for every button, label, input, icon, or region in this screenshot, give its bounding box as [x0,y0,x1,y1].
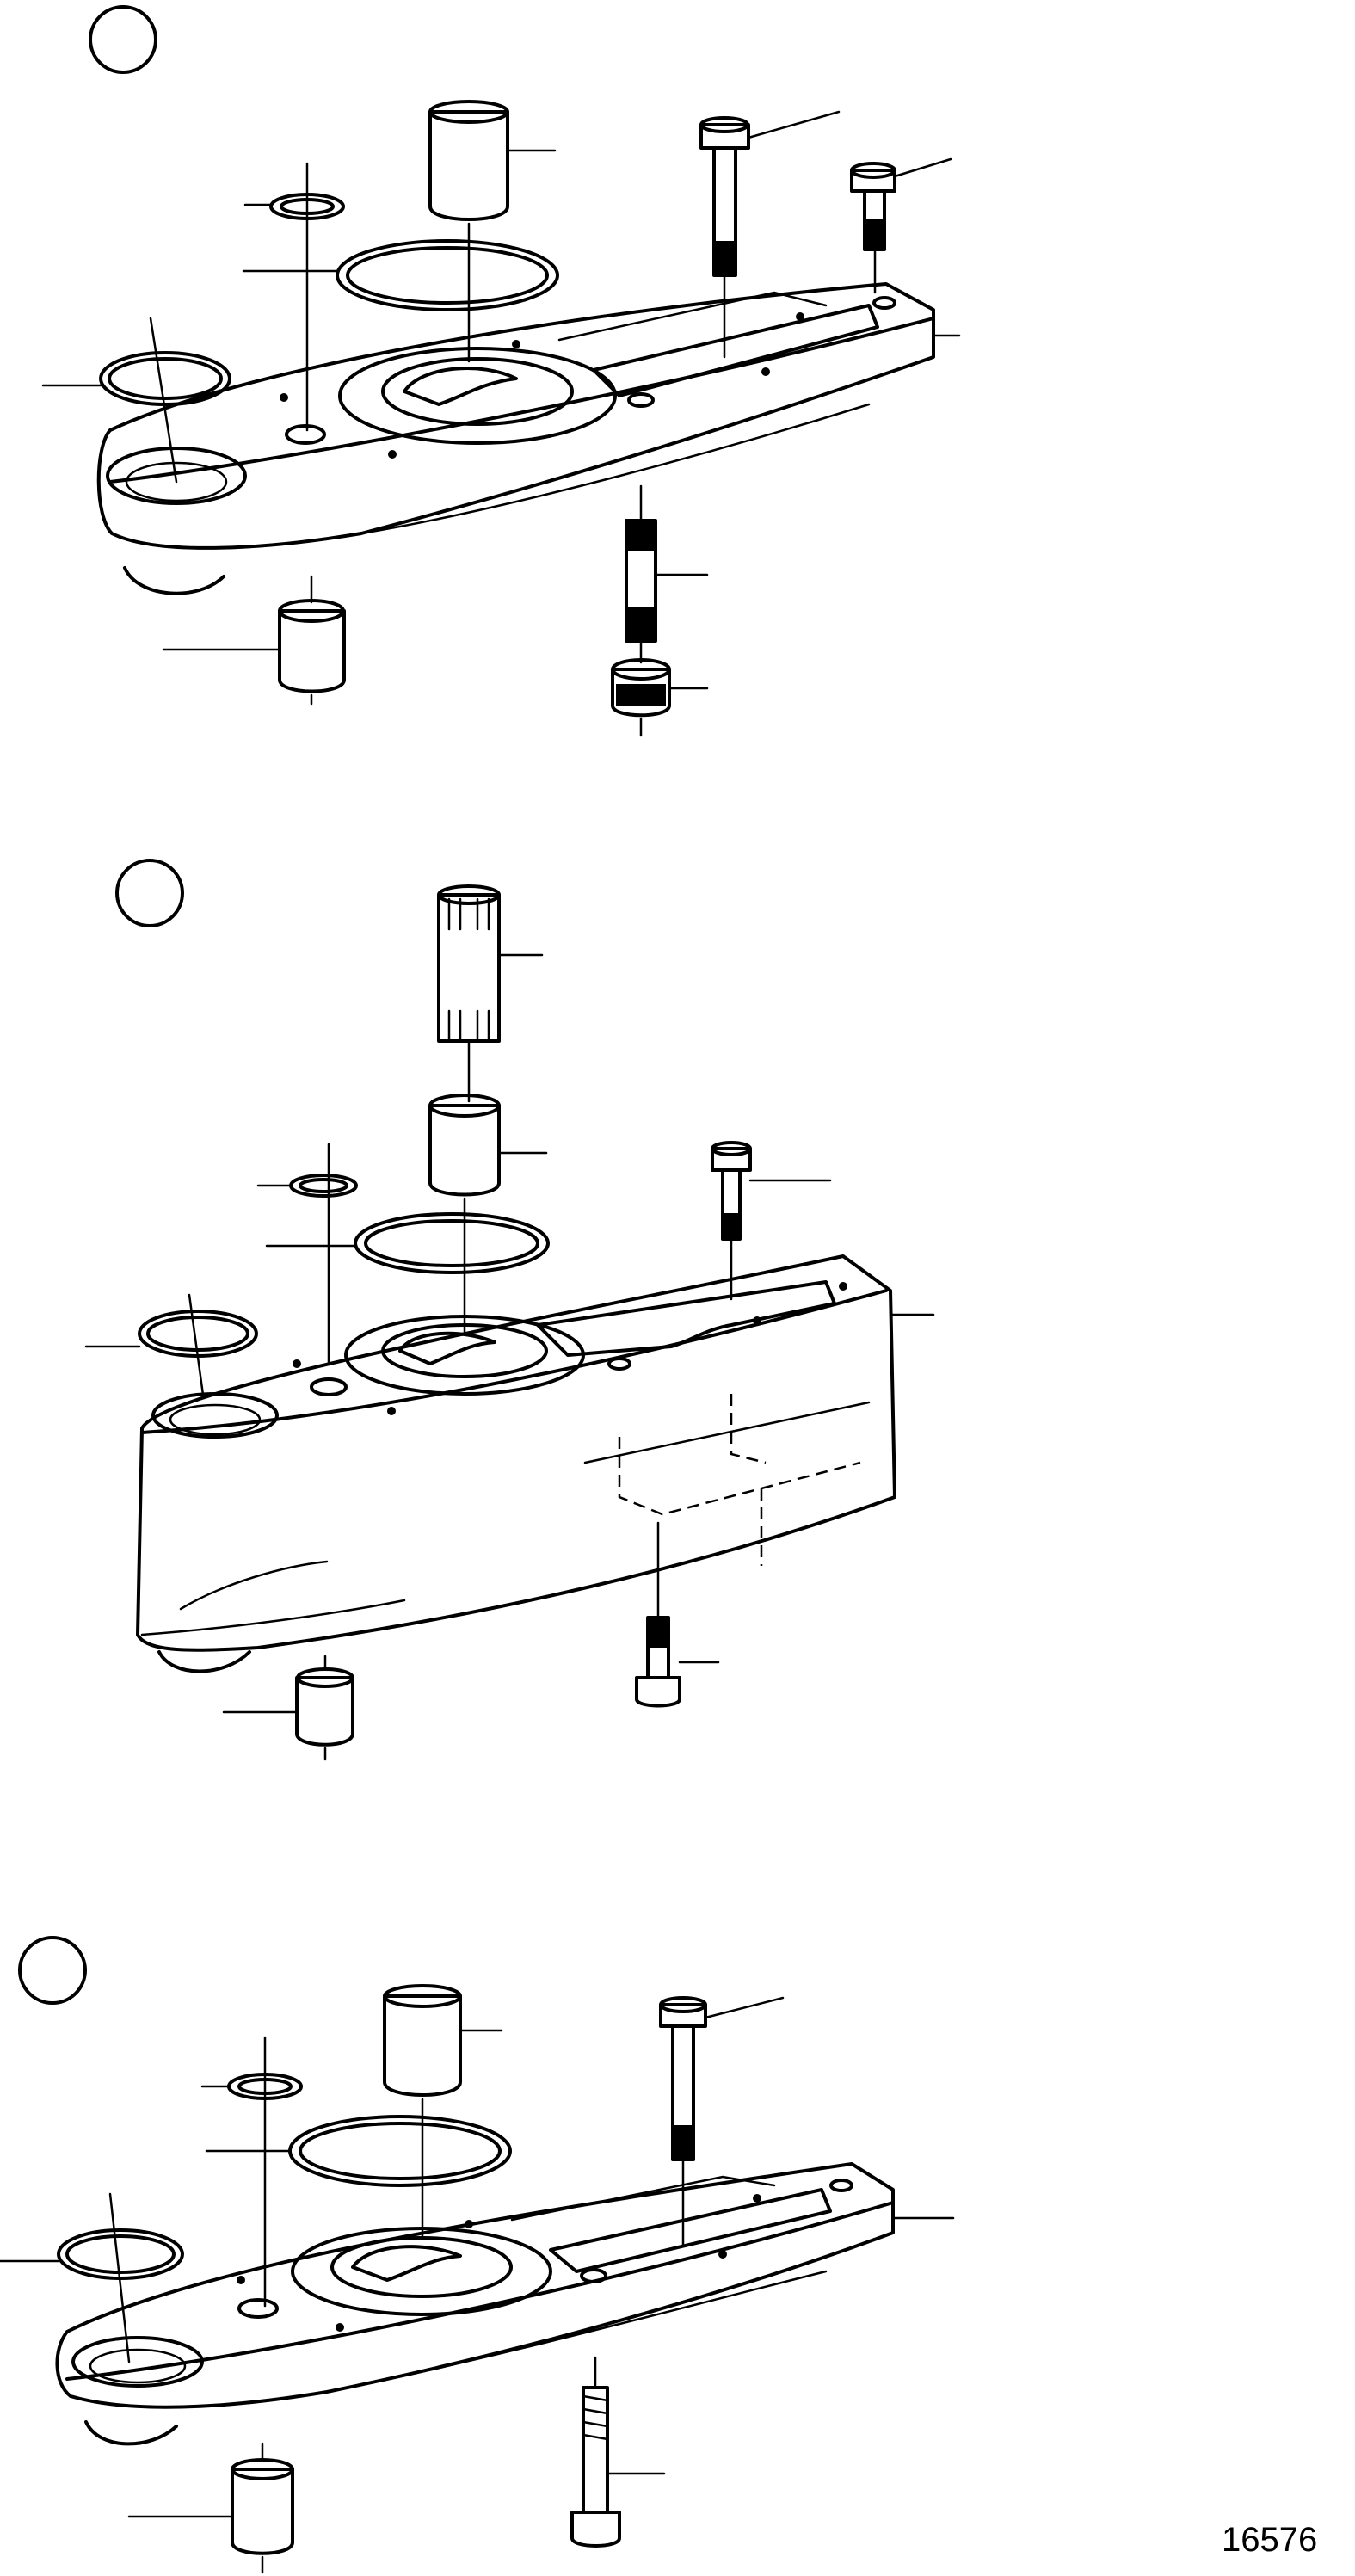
view-1-large-o-ring [336,239,559,311]
view-3-upper-bushing [383,1994,462,2097]
view-1-center-boss [338,347,617,445]
view-3-callout-circle [18,1936,87,2005]
view-3-large-o-ring [288,2115,512,2187]
view-2-lower-bushing [295,1676,354,1747]
view-3-slot-opening [549,2188,832,2273]
view-1-callout-circle [89,5,157,74]
view-2-port-bore [151,1392,279,1439]
view-3-bottom-bolt [582,2386,609,2514]
view-2-callout-circle [115,859,184,927]
assembly-view-1 [41,5,961,737]
view-2-slot-opening [536,1280,836,1357]
view-3-port-bore [71,2336,204,2388]
view-3-lower-bushing [231,2468,294,2555]
view-1-port-bore [106,447,247,505]
view-1-short-bolt [850,169,896,193]
assembly-view-2 [84,859,935,1761]
view-2-housing-block [136,1254,896,1652]
view-2-large-o-ring [354,1212,550,1274]
view-2-upper-bushing [428,1104,501,1197]
view-1-upper-bushing [428,110,509,221]
assembly-view-3 [0,1936,955,2574]
view-1-housing-plate [96,282,935,550]
view-2-spline-shaft [437,893,501,1043]
view-1-slot-opening [592,304,879,397]
view-1-lower-bushing [278,609,346,693]
drawing-number: 16576 [1222,2521,1318,2559]
